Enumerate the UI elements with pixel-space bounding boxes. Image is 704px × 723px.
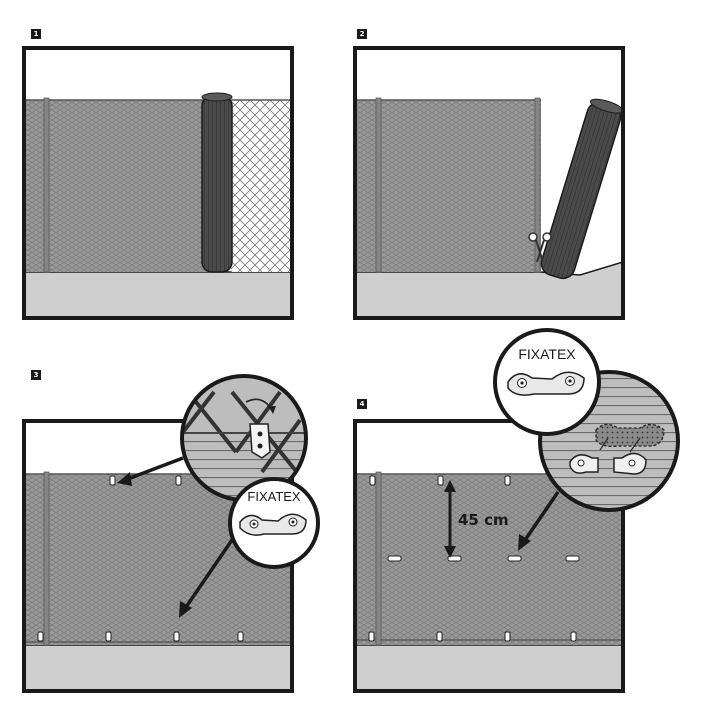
fence-post <box>375 97 382 273</box>
arrow-to-middle-clip <box>518 491 560 551</box>
fixatex-clip-icon <box>507 371 585 396</box>
fixatex-clip-icon <box>613 452 647 475</box>
clip-row-middle <box>387 555 580 562</box>
clip-row-top <box>109 475 182 486</box>
fixatex-label: FIXATEX <box>518 346 576 362</box>
fence-post <box>43 97 50 273</box>
arrow-to-top-clip <box>117 456 184 486</box>
clip-row-bottom <box>368 631 577 642</box>
ground <box>24 645 292 691</box>
step-3-panel: FIXATEX <box>22 374 320 693</box>
screen-roll <box>540 98 623 280</box>
step-1-panel <box>22 46 294 320</box>
step-1-badge: 1 <box>31 29 41 39</box>
fixatex-label: FIXATEX <box>247 489 301 504</box>
ground <box>24 272 292 318</box>
step-3-badge: 3 <box>31 370 41 380</box>
fixatex-callout: FIXATEX <box>493 328 601 436</box>
clip-row-bottom <box>37 631 244 642</box>
arrow-to-bottom-clip <box>179 539 234 618</box>
step-4-panel: 45 cm <box>353 328 680 693</box>
screen-roll <box>201 95 233 273</box>
fixatex-clip-icon <box>569 454 599 474</box>
privacy-screen <box>355 100 541 272</box>
spacing-dimension <box>444 480 456 558</box>
step-2-panel <box>353 46 625 320</box>
ground <box>355 645 623 691</box>
zoom-detail-fence-top <box>180 374 308 502</box>
fixatex-callout: FIXATEX <box>228 477 320 569</box>
fixatex-clip-icon <box>249 423 271 459</box>
fence-post <box>375 471 382 646</box>
chain-link-fence <box>231 100 292 272</box>
privacy-screen <box>24 100 212 272</box>
scissors-icon <box>528 232 552 263</box>
step-4-badge: 4 <box>357 399 367 409</box>
step-2-badge: 2 <box>357 29 367 39</box>
fixatex-clip-icon <box>239 513 307 536</box>
fence-post <box>534 97 541 273</box>
fence-post <box>43 471 50 646</box>
clip-row-top <box>369 475 511 486</box>
spacing-label: 45 cm <box>458 511 509 529</box>
